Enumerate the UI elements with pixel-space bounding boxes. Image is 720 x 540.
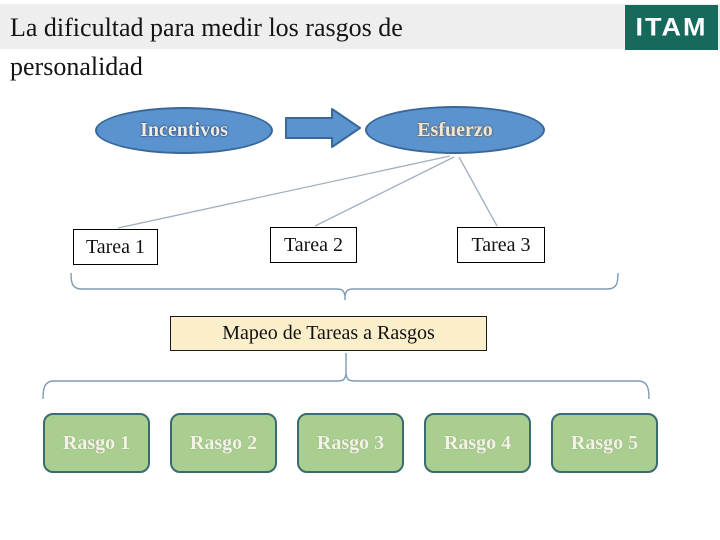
page-title: La dificultad para medir los rasgos de p… — [10, 8, 570, 86]
page-title-line2: personalidad — [10, 52, 143, 81]
node-tarea-1: Tarea 1 — [73, 229, 158, 265]
node-rasgo-2: Rasgo 2 — [170, 413, 277, 473]
node-esfuerzo-label: Esfuerzo — [417, 118, 493, 141]
connector-esfuerzo-tarea3 — [458, 156, 498, 227]
node-tarea-3: Tarea 3 — [457, 227, 545, 263]
node-tarea-3-label: Tarea 3 — [471, 233, 531, 256]
brace-rasgos-icon — [42, 353, 650, 400]
node-rasgo-2-label: Rasgo 2 — [189, 431, 258, 454]
node-rasgo-3: Rasgo 3 — [297, 413, 404, 473]
itam-logo: ITAM — [625, 5, 718, 50]
node-rasgo-1-label: Rasgo 1 — [62, 431, 131, 454]
node-mapeo-label: Mapeo de Tareas a Rasgos — [222, 322, 435, 344]
node-rasgo-1: Rasgo 1 — [43, 413, 150, 473]
node-rasgo-4: Rasgo 4 — [424, 413, 531, 473]
brace-tareas-icon — [70, 272, 619, 300]
node-esfuerzo: Esfuerzo — [365, 106, 545, 154]
node-rasgo-5: Rasgo 5 — [551, 413, 658, 473]
node-mapeo: Mapeo de Tareas a Rasgos — [170, 316, 487, 351]
node-incentivos: Incentivos — [95, 107, 273, 154]
node-tarea-2: Tarea 2 — [270, 227, 357, 263]
connector-esfuerzo-tarea1 — [117, 155, 451, 229]
node-incentivos-label: Incentivos — [140, 119, 228, 141]
page-title-line1: La dificultad para medir los rasgos de — [10, 13, 403, 42]
right-arrow-icon — [285, 108, 361, 148]
connector-esfuerzo-tarea2 — [314, 156, 455, 227]
node-rasgo-5-label: Rasgo 5 — [570, 431, 639, 454]
node-rasgo-4-label: Rasgo 4 — [443, 431, 512, 454]
node-rasgo-3-label: Rasgo 3 — [316, 431, 385, 454]
node-tarea-2-label: Tarea 2 — [283, 233, 344, 256]
node-tarea-1-label: Tarea 1 — [85, 235, 146, 258]
itam-logo-text: ITAM — [635, 13, 708, 41]
title-band — [0, 4, 720, 49]
